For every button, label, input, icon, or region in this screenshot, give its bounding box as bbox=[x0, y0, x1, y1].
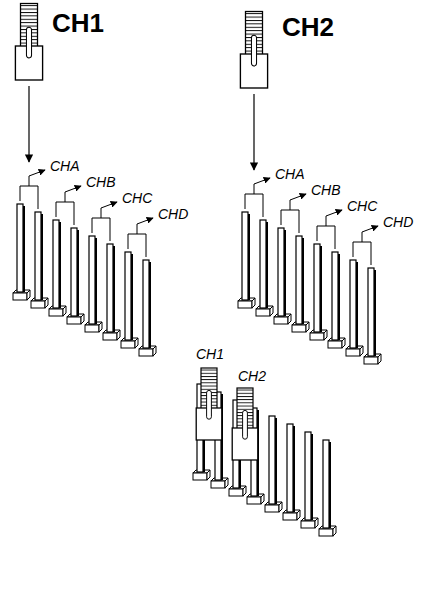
setting-title: CH2 bbox=[282, 12, 334, 43]
channel-label: CHD bbox=[383, 214, 413, 231]
setting-title: CH1 bbox=[52, 8, 104, 39]
channel-label: CHD bbox=[158, 206, 188, 223]
pair-bracket bbox=[245, 178, 378, 265]
jumper-cap bbox=[196, 368, 222, 440]
channel-label: CHB bbox=[86, 174, 116, 191]
channel-label: CHC bbox=[122, 190, 152, 207]
insert-arrow bbox=[253, 94, 254, 170]
pair-bracket bbox=[20, 170, 153, 257]
jumper-cap bbox=[240, 11, 267, 88]
jumper-label: CH2 bbox=[238, 368, 266, 385]
pin-header bbox=[13, 170, 156, 356]
jumper-label: CH1 bbox=[196, 346, 224, 363]
insert-arrow bbox=[28, 86, 29, 162]
channel-label: CHA bbox=[50, 158, 80, 175]
channel-label: CHC bbox=[347, 198, 377, 215]
jumper-cap bbox=[232, 388, 258, 460]
jumper-cap bbox=[15, 3, 42, 80]
channel-label: CHB bbox=[311, 182, 341, 199]
channel-label: CHA bbox=[275, 166, 305, 183]
pin-header bbox=[238, 178, 381, 364]
